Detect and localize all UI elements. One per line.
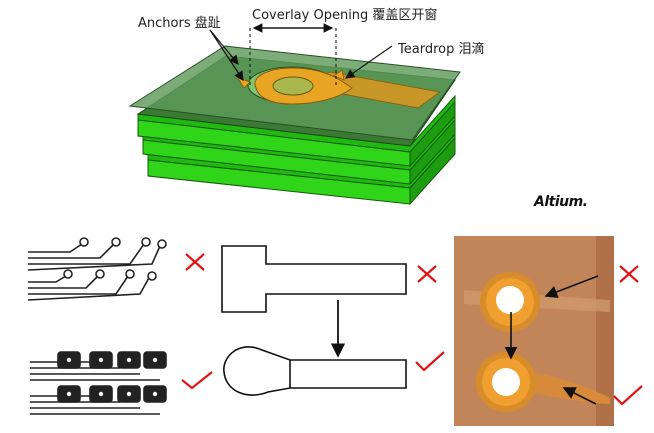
coverlay-opening-label: Coverlay Opening 覆盖区开窗	[252, 8, 438, 23]
teardrop-label: Teardrop 泪滴	[398, 42, 485, 57]
pcb-stack-illustration	[128, 45, 461, 206]
anchors-label: Anchors 盘趾	[138, 16, 221, 31]
altium-logo: Altium.	[534, 194, 588, 210]
cross-mark-comb	[185, 253, 205, 271]
square-pad-shape	[221, 245, 407, 313]
teardrop-pad-shape	[223, 346, 407, 396]
comb-traces-no-anchor	[27, 237, 167, 301]
check-mark-photo	[613, 385, 643, 406]
check-mark-comb	[181, 371, 213, 390]
cross-mark-photo	[619, 265, 639, 283]
cross-mark-pad-shape	[417, 265, 437, 283]
pad-photo-panel	[454, 236, 614, 426]
check-mark-pad-shape	[415, 351, 445, 372]
comb-traces-with-anchor	[30, 351, 167, 415]
callout-lines	[209, 23, 393, 86]
